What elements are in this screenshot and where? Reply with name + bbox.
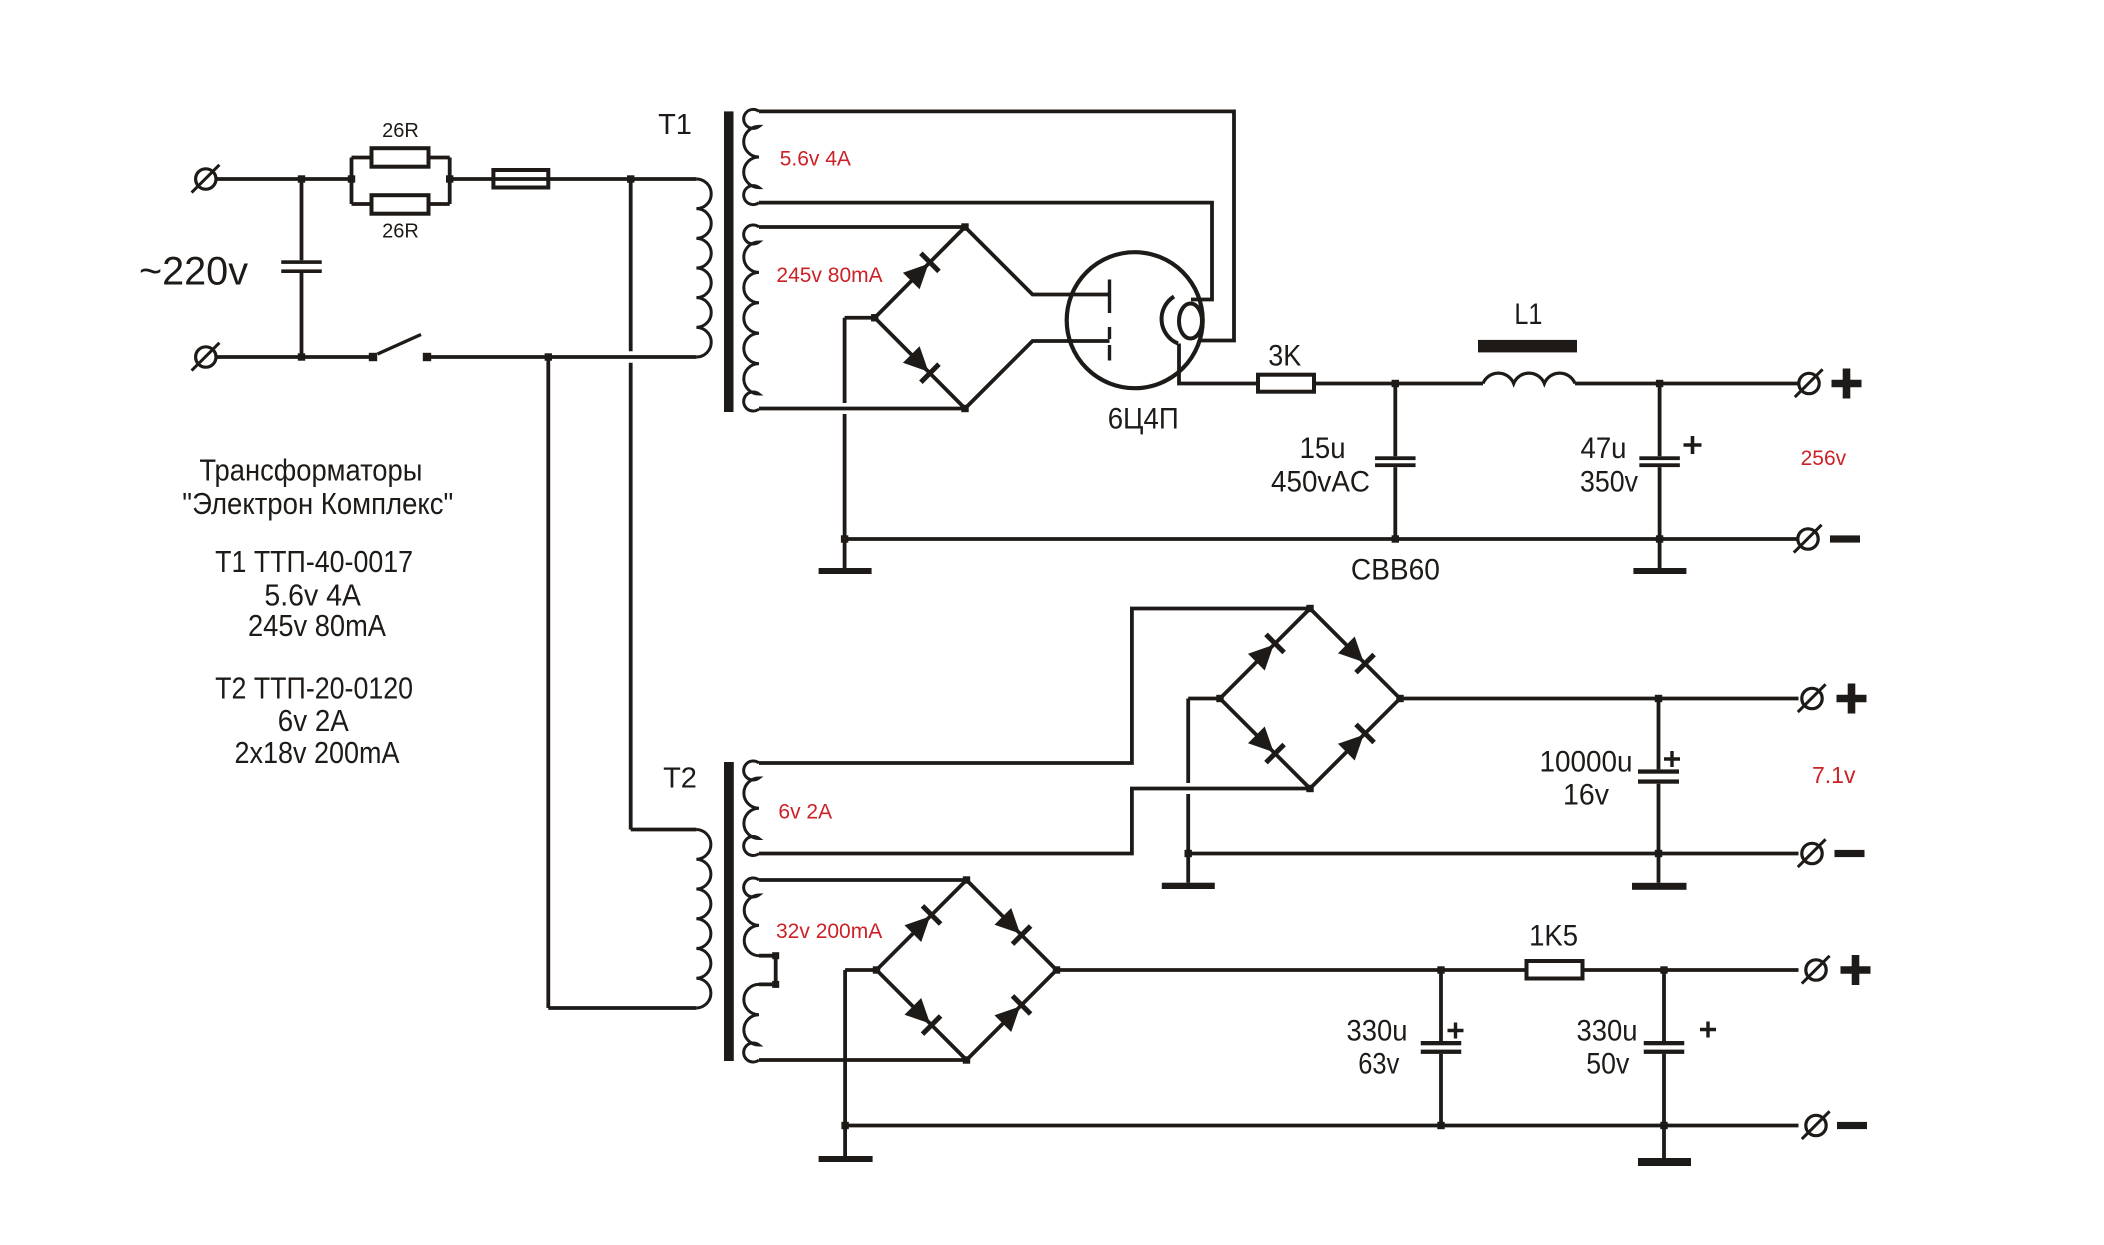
svg-text:245v 80mA: 245v 80mA xyxy=(248,608,386,643)
svg-text:50v: 50v xyxy=(1586,1048,1629,1081)
svg-text:15u: 15u xyxy=(1300,432,1346,465)
svg-text:7.1v: 7.1v xyxy=(1812,762,1856,788)
svg-text:47u: 47u xyxy=(1581,432,1627,465)
svg-text:Т2 ТТП-20-0120: Т2 ТТП-20-0120 xyxy=(215,671,413,706)
svg-text:T2: T2 xyxy=(663,763,697,795)
svg-text:26R: 26R xyxy=(382,120,419,142)
svg-text:330u: 330u xyxy=(1347,1015,1408,1048)
svg-text:~220v: ~220v xyxy=(139,249,248,293)
svg-text:3K: 3K xyxy=(1268,340,1301,373)
svg-text:32v 200mA: 32v 200mA xyxy=(776,920,882,943)
svg-text:2х18v 200mA: 2х18v 200mA xyxy=(235,735,400,770)
svg-text:L1: L1 xyxy=(1514,298,1542,331)
svg-text:450vAC: 450vAC xyxy=(1271,466,1370,499)
svg-text:330u: 330u xyxy=(1577,1015,1638,1048)
svg-text:26R: 26R xyxy=(382,221,419,243)
svg-text:6v 2A: 6v 2A xyxy=(778,801,832,824)
svg-text:CBB60: CBB60 xyxy=(1351,554,1440,587)
svg-text:5.6v 4A: 5.6v 4A xyxy=(264,578,361,613)
svg-text:16v: 16v xyxy=(1563,779,1609,812)
svg-text:6Ц4П: 6Ц4П xyxy=(1108,403,1179,436)
svg-text:T1: T1 xyxy=(658,109,692,141)
svg-text:10000u: 10000u xyxy=(1540,746,1633,779)
svg-text:Трансформаторы: Трансформаторы xyxy=(199,453,422,488)
svg-text:245v 80mA: 245v 80mA xyxy=(776,264,882,287)
svg-text:5.6v 4A: 5.6v 4A xyxy=(780,148,851,171)
svg-text:"Электрон Комплекс": "Электрон Комплекс" xyxy=(182,486,453,521)
svg-text:63v: 63v xyxy=(1358,1048,1399,1081)
svg-text:350v: 350v xyxy=(1580,466,1638,499)
svg-text:Т1 ТТП-40-0017: Т1 ТТП-40-0017 xyxy=(215,544,413,579)
svg-text:1K5: 1K5 xyxy=(1529,920,1578,953)
svg-text:256v: 256v xyxy=(1801,447,1847,470)
svg-text:6v 2A: 6v 2A xyxy=(278,703,349,738)
